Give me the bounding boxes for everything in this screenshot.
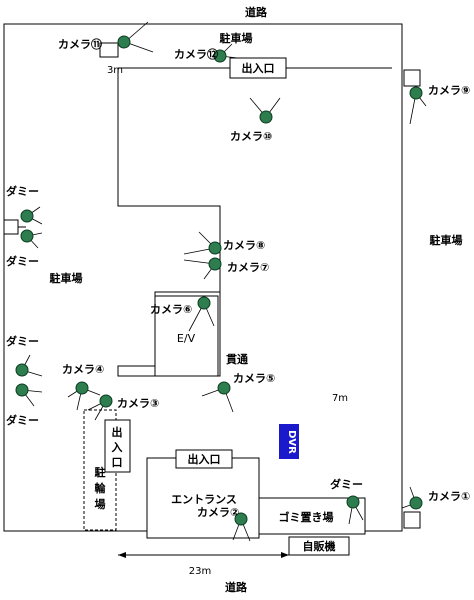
entrance-hall-label: エントランス [171,493,237,506]
garbage-label: ゴミ置き場 [279,510,334,524]
dim-7m: 7m [332,393,348,404]
camera11-mount [99,42,119,58]
camera-3 [87,394,113,421]
dvr-box [279,424,299,459]
dummy-1 [20,206,43,225]
dummy-5 [346,495,364,525]
dummy-4-label: ダミー [6,413,39,427]
camera-7-label: カメラ⑦ [227,261,269,274]
camera-5-label: カメラ⑤ [233,372,275,385]
dummy-5-label: ダミー [330,477,363,491]
dim-3m: 3m [107,65,123,76]
camera1-mount [403,511,421,529]
camera-12 [213,43,239,63]
dim-23m: 23m [189,566,211,577]
entrance-top-box [229,57,287,79]
dvr-label: DVR [286,430,297,454]
entrance-bottom-box [175,449,233,469]
through-label: 貫通 [226,353,248,366]
camera-10-label: カメラ⑩ [230,130,272,143]
camera-5 [201,381,234,413]
camera-10 [249,97,281,124]
parking-top-label: 駐車場 [220,31,253,45]
camera-1 [401,486,423,510]
camera-4 [67,381,101,411]
dummy-4 [15,383,43,407]
entrance-vertical-label: 出入口 [112,425,123,469]
camera-11 [117,21,154,53]
vending-box [288,536,350,556]
camera-7 [183,257,222,280]
camera-2-label: カメラ② [197,506,239,519]
camera-4-label: カメラ④ [62,363,104,376]
camera-6 [188,296,215,332]
dummy-3 [15,354,43,377]
entrance-vertical-box [104,419,131,473]
parking-left-label: 駐車場 [50,271,83,285]
camera-3-label: カメラ③ [117,397,159,410]
bike-parking-label: 駐輪場 [95,465,107,511]
camera9-mount [403,69,421,87]
camera-12-label: カメラ⑫ [174,47,218,61]
camera-8 [183,231,222,255]
dummy-2 [20,229,43,249]
camera-11-label: カメラ⑪ [58,37,102,51]
ev-label: E/V [177,332,196,345]
camera-6-label: カメラ⑥ [150,303,192,316]
entrance-bottom-label: 出入口 [188,452,221,466]
dummy-2-label: ダミー [6,254,39,268]
dummy-1-label: ダミー [6,184,39,198]
camera-9 [409,86,427,125]
dummy-mount-left [3,219,19,235]
parking-right-label: 駐車場 [430,233,463,247]
road-bottom-label: 道路 [225,580,248,594]
camera-2 [232,512,251,542]
ev-box [154,295,219,377]
camera-8-label: カメラ⑧ [223,239,265,252]
camera-9-label: カメラ⑨ [428,84,470,97]
vending-label: 自販機 [303,539,336,553]
dummy-3-label: ダミー [6,334,39,348]
entrance-top-label: 出入口 [242,61,275,75]
road-top-label: 道路 [245,5,268,19]
camera-1-label: カメラ① [428,490,470,503]
